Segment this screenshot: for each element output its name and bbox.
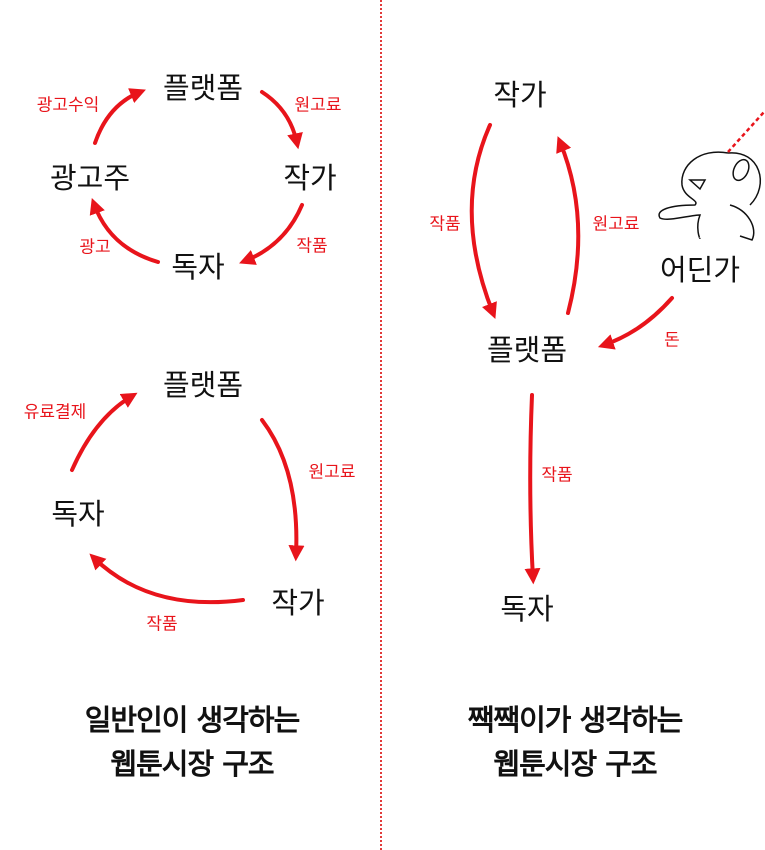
left-title-line2: 웹툰시장 구조: [110, 747, 274, 781]
arrow-reader-to-advertiser: [89, 197, 160, 264]
node-author-2: 작가: [271, 586, 325, 620]
node-author: 작가: [283, 161, 337, 195]
node-platform-2: 플랫폼: [162, 368, 244, 402]
arrow-author-to-platform-r: [469, 123, 497, 319]
node-reader: 독자: [171, 250, 225, 284]
left-title-line1: 일반인이 생각하는: [84, 703, 301, 737]
bird-doodle-icon: [658, 111, 765, 241]
arrow-somewhere-to-platform: [597, 296, 674, 350]
node-author-r: 작가: [493, 78, 547, 112]
edge-label-ad-revenue: 광고수익: [36, 95, 100, 116]
right-title-line1: 짹짹이가 생각하는: [467, 703, 684, 737]
arrow-platform-to-reader-r: [524, 393, 541, 585]
node-somewhere: 어딘가: [659, 253, 741, 287]
edge-label-manuscript-fee-r: 원고료: [592, 214, 640, 235]
edge-label-work-r1: 작품: [429, 214, 461, 235]
edge-label-paid: 유료결제: [23, 402, 87, 423]
edge-label-work-r2: 작품: [541, 465, 573, 486]
edge-label-work-2: 작품: [146, 614, 178, 635]
dotted-divider: [380, 0, 382, 850]
node-advertiser: 광고주: [49, 161, 131, 195]
edge-label-ad: 광고: [79, 237, 111, 258]
node-reader-r: 독자: [500, 592, 554, 626]
edge-label-money: 돈: [664, 330, 680, 351]
edge-label-manuscript-fee-2: 원고료: [308, 462, 356, 483]
arrow-advertiser-to-platform: [93, 88, 146, 145]
arrow-author-to-reader: [239, 203, 304, 265]
edge-label-manuscript-fee: 원고료: [294, 95, 342, 116]
node-platform-r: 플랫폼: [486, 333, 568, 367]
arrow-platform-to-author: [260, 90, 303, 150]
arrow-platform-to-author-2: [260, 418, 305, 562]
edge-label-work: 작품: [296, 236, 328, 257]
arrow-platform-to-author-r: [556, 136, 581, 315]
right-title-line2: 웹툰시장 구조: [493, 747, 657, 781]
node-reader-2: 독자: [51, 497, 105, 531]
arrow-reader-to-platform-2: [70, 392, 138, 472]
node-platform: 플랫폼: [162, 71, 244, 105]
arrow-author-to-reader-2: [89, 553, 245, 605]
